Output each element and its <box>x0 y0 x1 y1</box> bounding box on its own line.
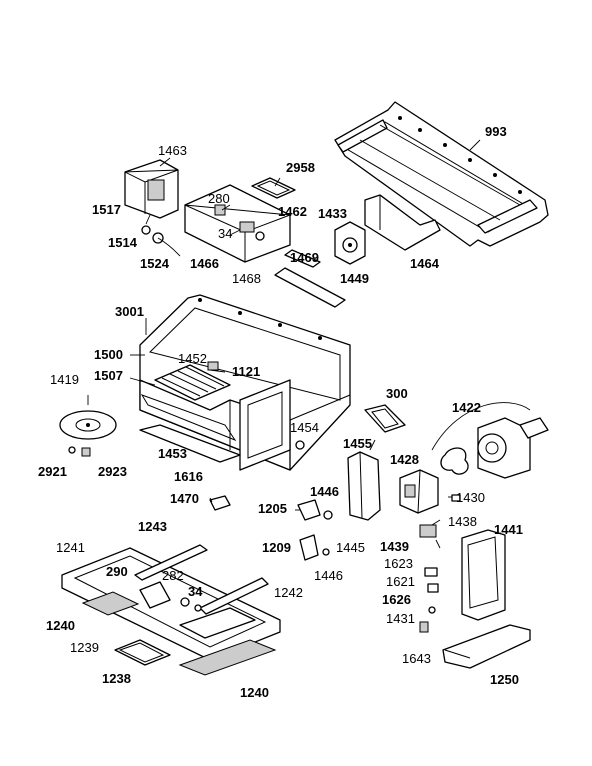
callout-1462: 1462 <box>278 204 307 219</box>
callout-1449: 1449 <box>340 271 369 286</box>
part-2958-panel[interactable] <box>251 177 296 199</box>
callout-1468: 1468 <box>232 271 261 286</box>
part-1463-bracket[interactable] <box>124 159 179 219</box>
callout-1643: 1643 <box>402 651 431 666</box>
part-1433-box[interactable] <box>334 221 366 265</box>
callout-1626: 1626 <box>382 592 411 607</box>
callout-1466: 1466 <box>190 256 219 271</box>
callout-1453: 1453 <box>158 446 187 461</box>
callout-1463: 1463 <box>158 143 187 158</box>
part-1238-vent[interactable] <box>114 639 171 666</box>
callout-1470: 1470 <box>170 491 199 506</box>
callout-1205: 1205 <box>258 501 287 516</box>
part-1464-bracket[interactable] <box>364 194 441 251</box>
callout-1250: 1250 <box>490 672 519 687</box>
callout-1241: 1241 <box>56 540 85 555</box>
part-1242-bar[interactable] <box>199 577 269 615</box>
callout-2958: 2958 <box>286 160 315 175</box>
callout-1452: 1452 <box>178 351 207 366</box>
callout-1430: 1430 <box>456 490 485 505</box>
callout-2923: 2923 <box>98 464 127 479</box>
callout-1240-bottom: 1240 <box>240 685 269 700</box>
callout-1446-top: 1446 <box>310 484 339 499</box>
callout-2921: 2921 <box>38 464 67 479</box>
callout-300: 300 <box>386 386 408 401</box>
part-1240-filter-left[interactable] <box>81 591 140 616</box>
part-300-gasket[interactable] <box>364 404 406 433</box>
part-1454-screw[interactable] <box>295 440 305 450</box>
callout-1433: 1433 <box>318 206 347 221</box>
callout-1621: 1621 <box>386 574 415 589</box>
callout-1623: 1623 <box>384 556 413 571</box>
part-1205-switch[interactable] <box>297 499 333 561</box>
callout-1616: 1616 <box>174 469 203 484</box>
callout-3001: 3001 <box>115 304 144 319</box>
part-1514-1524-cable[interactable] <box>141 225 181 257</box>
part-1240-filter-right[interactable] <box>178 639 277 676</box>
part-small-electricals[interactable] <box>419 494 461 633</box>
callout-1238: 1238 <box>102 671 131 686</box>
part-1470-bracket[interactable] <box>209 495 231 511</box>
part-1500-main-cavity[interactable] <box>139 294 351 471</box>
callout-1507: 1507 <box>94 368 123 383</box>
callout-1428: 1428 <box>390 452 419 467</box>
part-1466-control-chassis[interactable] <box>184 184 291 263</box>
part-1250-tray[interactable] <box>442 624 531 669</box>
leader-lines <box>129 139 481 526</box>
callout-290: 290 <box>106 564 128 579</box>
part-1455-duct[interactable] <box>347 451 381 521</box>
callout-1469: 1469 <box>290 250 319 265</box>
part-1419-stirrer-assembly[interactable] <box>59 395 117 457</box>
callout-1422: 1422 <box>452 400 481 415</box>
callout-1454: 1454 <box>290 420 319 435</box>
callout-1419: 1419 <box>50 372 79 387</box>
callout-labels: 993 1463 2958 280 1517 1462 1433 34 1514… <box>38 124 523 700</box>
callout-1500: 1500 <box>94 347 123 362</box>
callout-1514: 1514 <box>108 235 138 250</box>
part-1428-transformer[interactable] <box>399 469 439 514</box>
part-1241-base-plate[interactable] <box>61 547 281 661</box>
callout-1243: 1243 <box>138 519 167 534</box>
callout-1524: 1524 <box>140 256 170 271</box>
callout-282: 282 <box>162 568 184 583</box>
callout-34-bottom: 34 <box>188 584 203 599</box>
part-1441-side-panel[interactable] <box>461 529 506 621</box>
part-1449-strip[interactable] <box>274 249 346 308</box>
callout-1239: 1239 <box>70 640 99 655</box>
callout-1439: 1439 <box>380 539 409 554</box>
callout-280: 280 <box>208 191 230 206</box>
callout-1446-bottom: 1446 <box>314 568 343 583</box>
part-1422-fan-motor[interactable] <box>431 402 549 479</box>
callout-1455: 1455 <box>343 436 372 451</box>
callout-1242: 1242 <box>274 585 303 600</box>
callout-34-top: 34 <box>218 226 232 241</box>
callout-1445: 1445 <box>336 540 365 555</box>
callout-993: 993 <box>485 124 507 139</box>
part-1243-bar[interactable] <box>134 544 208 581</box>
callout-1209: 1209 <box>262 540 291 555</box>
callout-1438: 1438 <box>448 514 477 529</box>
part-290-bracket[interactable] <box>139 581 202 612</box>
callout-1431: 1431 <box>386 611 415 626</box>
part-993-mounting-plate[interactable] <box>334 101 549 247</box>
callout-1121: 1121 <box>232 364 260 379</box>
callout-1441: 1441 <box>494 522 523 537</box>
callout-1464: 1464 <box>410 256 440 271</box>
callout-1240-left: 1240 <box>46 618 75 633</box>
callout-1517: 1517 <box>92 202 121 217</box>
